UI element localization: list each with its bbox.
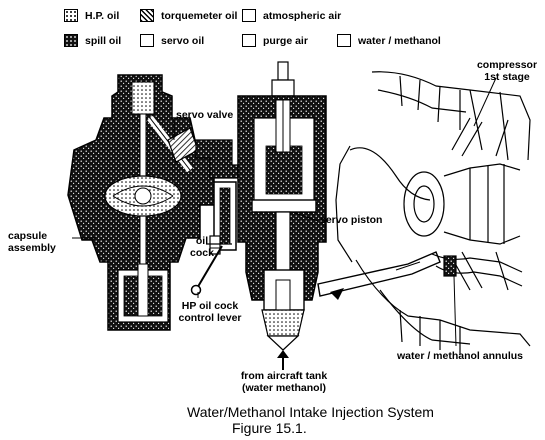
delivery-pipe <box>317 251 441 300</box>
hp-lever-label-line2: control lever <box>178 311 242 324</box>
servo-valve-label: servo valve <box>176 109 234 121</box>
oil-cock-label: oil cock <box>188 235 216 259</box>
spill-oil-swatch <box>64 34 78 47</box>
water-methanol-annulus-label: water / methanol annulus <box>397 350 524 362</box>
figure-number: Figure 15.1. <box>232 420 307 436</box>
servo-oil-swatch <box>140 34 154 47</box>
legend-purge-air: purge air <box>263 35 308 47</box>
atmospheric-air-swatch <box>242 9 256 22</box>
legend-servo-oil: servo oil <box>161 35 205 47</box>
figure-title: Water/Methanol Intake Injection System <box>187 404 434 420</box>
tank-label-line2: (water methanol) <box>241 381 326 394</box>
tank-label-line1: from aircraft tank <box>240 370 328 382</box>
legend-water-methanol: water / methanol <box>358 35 441 47</box>
servo-piston-unit <box>237 61 327 351</box>
compressor-label-line1: compressor <box>476 59 538 71</box>
legend-spill-oil: spill oil <box>85 35 122 47</box>
compressor-intake <box>335 71 531 354</box>
tank-inlet-arrow-head <box>277 350 289 358</box>
compressor-label-line2: 1st stage <box>484 70 530 83</box>
compressor-label: compressor 1st stage <box>470 59 544 83</box>
oil-cock-label-line1: oil <box>195 235 209 247</box>
hp-lever-label-line1: HP oil cock <box>181 300 239 312</box>
hp-oil-cock-lever-label: HP oil cock control lever <box>168 300 252 324</box>
capsule-housing <box>67 74 215 331</box>
hp-oil-swatch <box>64 9 78 22</box>
legend-hp-oil: H.P. oil <box>85 10 120 22</box>
tank-source-label: from aircraft tank (water methanol) <box>232 370 336 394</box>
oil-cock-label-line2: cock <box>190 246 214 259</box>
servo-piston-label: servo piston <box>320 214 383 226</box>
capsule-label-line1: capsule <box>8 230 48 242</box>
capsule-assembly-label: capsule assembly <box>8 230 56 254</box>
torquemeter-oil-swatch <box>140 9 154 22</box>
capsule-label-line2: assembly <box>8 241 56 254</box>
leader-lines <box>72 77 497 347</box>
purge-air-swatch <box>242 34 256 47</box>
legend-torquemeter-oil: torquemeter oil <box>161 10 238 22</box>
legend-atmospheric-air: atmospheric air <box>263 10 342 22</box>
water-methanol-swatch <box>337 34 351 47</box>
